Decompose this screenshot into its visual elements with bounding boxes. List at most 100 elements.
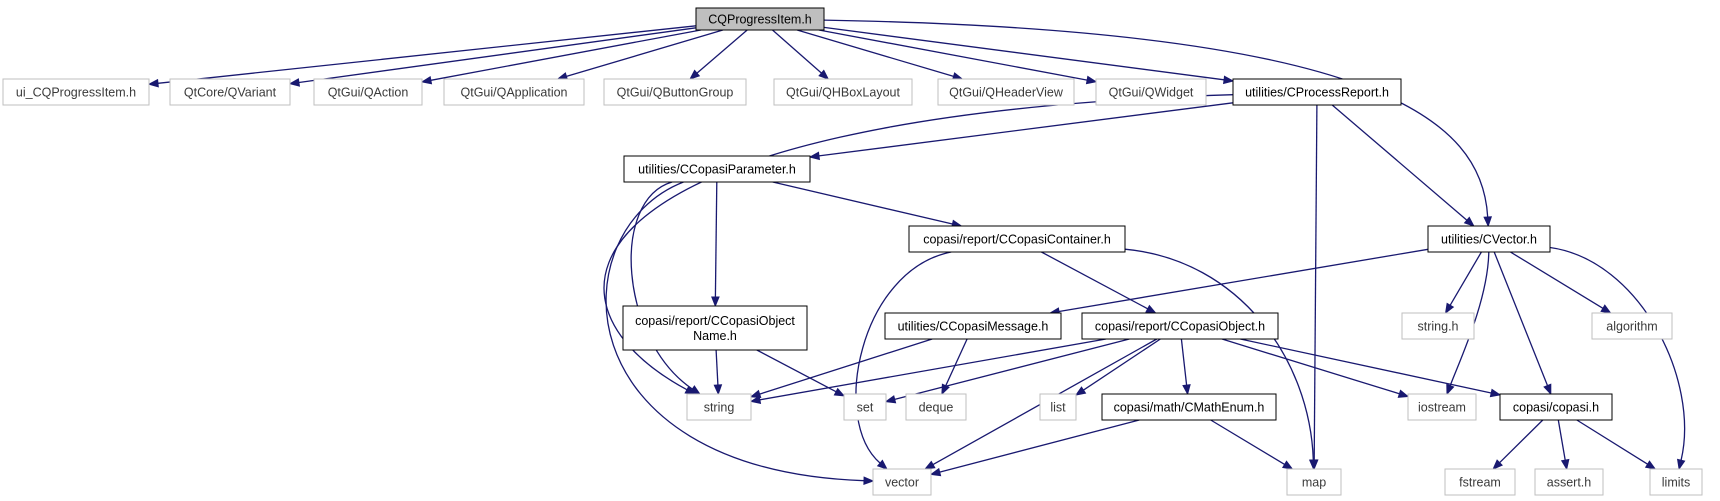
node-qwidget: QtGui/QWidget [1095, 78, 1207, 106]
edge-ccopasicontainer-to-map [1124, 248, 1314, 461]
arrowhead-root-to-cvector [1483, 216, 1493, 228]
node-ccopasicontainer[interactable]: copasi/report/CCopasiContainer.h [908, 225, 1126, 253]
node-box-ui [2, 78, 150, 106]
edge-cprocessreport-to-ccopasiparameter [818, 102, 1234, 157]
edge-cmathenum-to-vector [939, 419, 1140, 473]
arrowhead-ccopasiobject-to-cmathenum [1182, 384, 1191, 396]
arrowhead-cvector-to-copasih [1543, 383, 1552, 396]
node-asserth: assert.h [1534, 468, 1604, 496]
node-box-cprocessreport [1232, 78, 1402, 106]
arrowhead-ccopasiparameter-to-vector [863, 476, 875, 486]
node-cprocessreport[interactable]: utilities/CProcessReport.h [1232, 78, 1402, 106]
node-box-cmathenum [1101, 393, 1277, 421]
node-qaction: QtGui/QAction [313, 78, 423, 106]
arrowhead-root-to-qhboxlayout [818, 69, 830, 80]
edge-ccopasiparameter-to-ccopasicontainer [772, 181, 953, 225]
node-root[interactable]: CQProgressItem.h [695, 7, 825, 31]
node-label-ccopasimessage: utilities/CCopasiMessage.h [898, 320, 1049, 334]
node-box-limits [1649, 468, 1703, 496]
edge-cmathenum-to-map [1210, 419, 1285, 465]
node-label-set: set [857, 401, 874, 415]
edge-ccopasicontainer-to-vector [855, 251, 952, 464]
node-cvector[interactable]: utilities/CVector.h [1427, 225, 1551, 253]
node-label-limits: limits [1662, 476, 1690, 490]
node-copasih[interactable]: copasi/copasi.h [1499, 393, 1613, 421]
node-ccopasiparameter[interactable]: utilities/CCopasiParameter.h [623, 155, 811, 183]
edge-cprocessreport-to-cvector [1331, 104, 1468, 221]
node-vector: vector [872, 468, 932, 496]
node-box-qheaderview [937, 78, 1075, 106]
edge-root-to-qheaderview [796, 29, 954, 78]
edge-ccopasiobject-to-set [894, 338, 1130, 401]
edge-root-to-qhboxlayout [772, 29, 822, 74]
node-map: map [1286, 468, 1342, 496]
node-label-ccopasiparameter: utilities/CCopasiParameter.h [638, 163, 796, 177]
arrowhead-root-to-ui [147, 78, 159, 88]
arrowhead-root-to-cprocessreport [1223, 75, 1235, 85]
node-box-asserth [1534, 468, 1604, 496]
edge-ccopasiobject-to-string [759, 338, 1107, 401]
node-box-ccopasimessage [884, 312, 1062, 340]
node-label-ui: ui_CQProgressItem.h [16, 86, 136, 100]
node-label-ccopasiobject: copasi/report/CCopasiObject.h [1095, 320, 1265, 334]
arrowhead-copasih-to-fstream [1492, 459, 1503, 470]
node-limits: limits [1649, 468, 1703, 496]
node-ui: ui_CQProgressItem.h [2, 78, 150, 106]
edge-ccopasimessage-to-deque [945, 338, 968, 387]
node-fstream: fstream [1444, 468, 1516, 496]
edge-root-to-qbuttongroup [696, 29, 748, 74]
node-label-root: CQProgressItem.h [708, 13, 812, 27]
node-list: list [1039, 393, 1077, 421]
arrowhead-cprocessreport-to-cvector [1463, 216, 1475, 227]
node-algorithm: algorithm [1591, 312, 1673, 340]
arrowhead-ccopasiobject-to-list [1074, 386, 1087, 396]
edge-cvector-to-copasih [1493, 251, 1549, 386]
node-label-cprocessreport: utilities/CProcessReport.h [1245, 86, 1389, 100]
node-label-ccopasicontainer: copasi/report/CCopasiContainer.h [923, 233, 1111, 247]
edge-root-to-qvariant [298, 27, 697, 84]
edge-ccopasiobject-to-copasih [1240, 338, 1492, 394]
node-cmathenum[interactable]: copasi/math/CMathEnum.h [1101, 393, 1277, 421]
node-box-list [1039, 393, 1077, 421]
node-box-ccopasiobjectname [622, 305, 808, 351]
node-string: string [686, 393, 752, 421]
node-label-qheaderview: QtGui/QHeaderView [949, 86, 1064, 100]
edge-cvector-to-stringh [1449, 251, 1482, 306]
arrowhead-ccopasiobject-to-iostream [1397, 389, 1410, 398]
node-label-vector: vector [885, 476, 919, 490]
node-label-cvector: utilities/CVector.h [1441, 233, 1537, 247]
node-label-list: list [1050, 401, 1066, 415]
node-label-copasih: copasi/copasi.h [1513, 401, 1599, 415]
node-box-iostream [1407, 393, 1477, 421]
node-qbuttongroup: QtGui/QButtonGroup [603, 78, 747, 106]
arrowhead-cvector-to-iostream [1446, 383, 1455, 396]
node-box-stringh [1401, 312, 1475, 340]
arrowhead-ccopasicontainer-to-map [1308, 459, 1318, 471]
node-label-iostream: iostream [1418, 401, 1466, 415]
edge-root-to-qwidget [818, 29, 1088, 81]
node-box-ccopasiparameter [623, 155, 811, 183]
node-ccopasiobject[interactable]: copasi/report/CCopasiObject.h [1081, 312, 1279, 340]
arrowhead-ccopasicontainer-to-vector [876, 459, 888, 470]
node-label-cmathenum: copasi/math/CMathEnum.h [1114, 401, 1265, 415]
edge-ccopasiobject-to-cmathenum [1180, 338, 1188, 386]
node-qhboxlayout: QtGui/QHBoxLayout [773, 78, 913, 106]
arrowhead-ccopasiparameter-to-ccopasiobjectname [711, 296, 720, 308]
node-label-algorithm: algorithm [1606, 320, 1657, 334]
node-iostream: iostream [1407, 393, 1477, 421]
node-label-qapplication: QtGui/QApplication [461, 86, 568, 100]
arrowhead-copasih-to-asserth [1560, 458, 1570, 471]
edge-ccopasiparameter-to-string [630, 181, 693, 390]
node-qapplication: QtGui/QApplication [443, 78, 585, 106]
node-box-qvariant [169, 78, 291, 106]
edge-root-to-qaction [430, 29, 702, 81]
edge-root-to-qapplication [566, 29, 724, 78]
node-label-qhboxlayout: QtGui/QHBoxLayout [786, 86, 900, 100]
node-box-ccopasicontainer [908, 225, 1126, 253]
node-ccopasimessage[interactable]: utilities/CCopasiMessage.h [884, 312, 1062, 340]
arrowhead-ccopasimessage-to-string [749, 389, 762, 399]
node-box-fstream [1444, 468, 1516, 496]
arrowhead-ccopasiobject-to-copasih [1489, 388, 1502, 398]
